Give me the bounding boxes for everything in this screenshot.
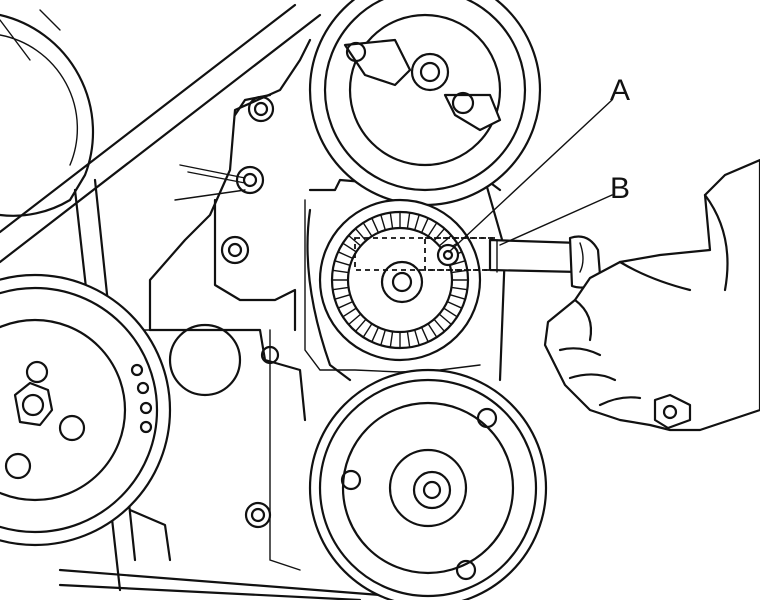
hand-illustration [543,158,760,432]
tensioner-rib [342,307,357,318]
tensioner-rib [389,211,394,230]
tensioner-rib [332,269,350,274]
callout-label-a: A [610,74,630,107]
socket-extension-tool [488,235,602,289]
tensioner-rib [380,329,386,346]
tensioner-rib [433,318,446,333]
tensioner-pulley [318,198,496,362]
tensioner-rib [371,217,380,234]
tensioner-rib [420,217,429,234]
tensioner-rib [354,318,367,333]
tensioner-rib [334,260,351,266]
callout-label-b: B [610,172,630,205]
tensioner-rib [347,313,362,326]
tensioner-rib [406,211,411,230]
tensioner-rib [450,286,468,291]
callout-leaders [448,99,613,253]
tensioner-rib [347,234,362,247]
tensioner-ribs [331,211,469,349]
power-steering-pulley [308,0,542,207]
tensioner-rib [427,222,438,238]
tensioner-rib [334,294,351,300]
tensioner-rib [414,329,420,346]
tensioner-rib [438,313,453,326]
tensioner-rib [449,294,466,300]
tensioner-rib [362,222,373,238]
tensioner-rib [446,300,463,309]
tensioner-rib [362,323,373,338]
tensioner-rib [342,242,357,253]
tensioner-rib [337,251,354,260]
tensioner-rib [443,307,458,318]
crankshaft-pulley [0,273,172,547]
tensioner-rib [380,214,386,231]
tensioner-rib [414,214,420,231]
tensioner-rib [427,323,438,338]
tensioner-rib [371,326,380,343]
tensioner-rib [406,330,411,348]
upper-left-pulley [0,13,95,217]
lower-pulley [308,368,548,600]
tensioner-rib [389,330,394,348]
tensioner-rib [420,326,429,343]
tensioner-rib [337,300,354,309]
tensioner-rib [332,286,350,291]
bracket-bolts [168,95,280,529]
